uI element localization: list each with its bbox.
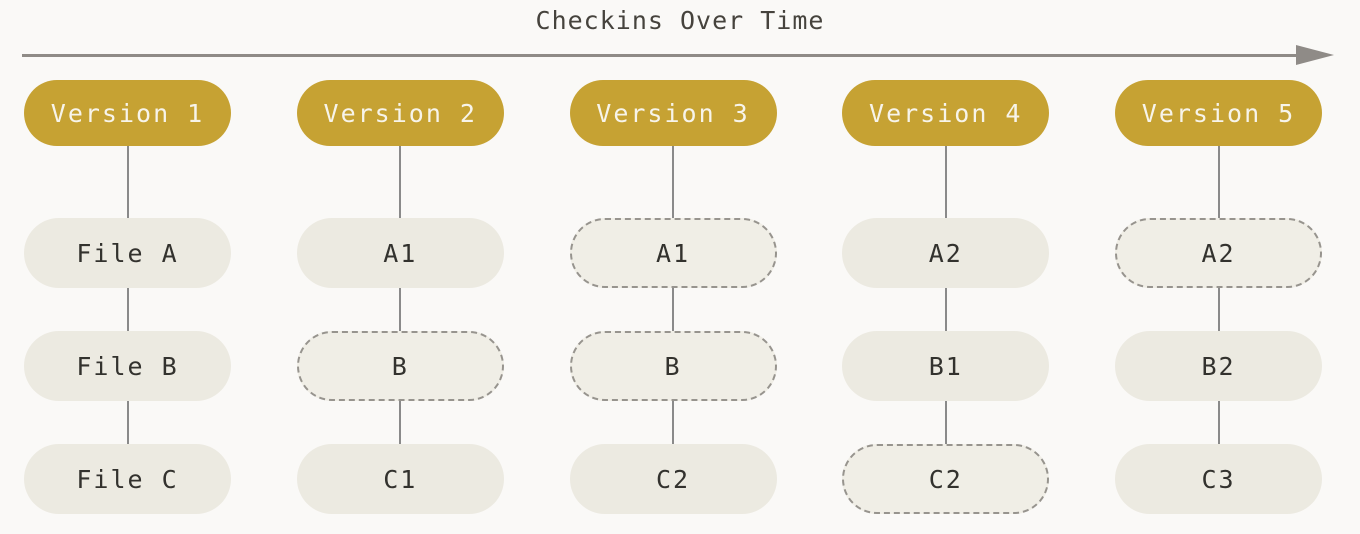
diagram-title: Checkins Over Time bbox=[535, 6, 825, 35]
file-pill: C1 bbox=[296, 444, 504, 514]
file-pill: File B bbox=[24, 331, 231, 401]
connector-line bbox=[672, 146, 674, 218]
connector-line bbox=[1217, 401, 1220, 444]
version-pill: Version 4 bbox=[842, 80, 1050, 146]
timeline-arrow-head-icon bbox=[1296, 45, 1334, 65]
file-pill: File A bbox=[24, 218, 231, 288]
connector-line bbox=[944, 401, 947, 444]
file-pill: C3 bbox=[1115, 444, 1322, 514]
file-pill-unchanged: A1 bbox=[569, 218, 777, 288]
connector-line bbox=[944, 146, 947, 218]
file-pill-unchanged: B bbox=[569, 331, 777, 401]
file-pill-unchanged: C2 bbox=[842, 444, 1050, 514]
file-pill: B1 bbox=[842, 331, 1050, 401]
version-pill: Version 3 bbox=[569, 80, 777, 146]
file-pill-unchanged: A2 bbox=[1115, 218, 1322, 288]
connector-line bbox=[672, 288, 674, 331]
connector-line bbox=[944, 288, 947, 331]
file-pill: A1 bbox=[296, 218, 504, 288]
connector-line bbox=[672, 401, 674, 444]
connector-line bbox=[126, 401, 129, 444]
file-pill: File C bbox=[24, 444, 231, 514]
file-pill: A2 bbox=[842, 218, 1050, 288]
timeline-arrow-line bbox=[22, 54, 1298, 57]
connector-line bbox=[399, 288, 402, 331]
version-pill: Version 2 bbox=[296, 80, 504, 146]
version-pill: Version 5 bbox=[1115, 80, 1322, 146]
connector-line bbox=[399, 146, 402, 218]
file-pill: C2 bbox=[569, 444, 777, 514]
connector-line bbox=[1217, 288, 1220, 331]
version-column: Version 1 File A File B File C bbox=[24, 80, 231, 514]
connector-line bbox=[1217, 146, 1220, 218]
version-pill: Version 1 bbox=[24, 80, 231, 146]
file-pill: B2 bbox=[1115, 331, 1322, 401]
connector-line bbox=[126, 288, 129, 331]
connector-line bbox=[126, 146, 129, 218]
file-pill-unchanged: B bbox=[296, 331, 504, 401]
connector-line bbox=[399, 401, 402, 444]
